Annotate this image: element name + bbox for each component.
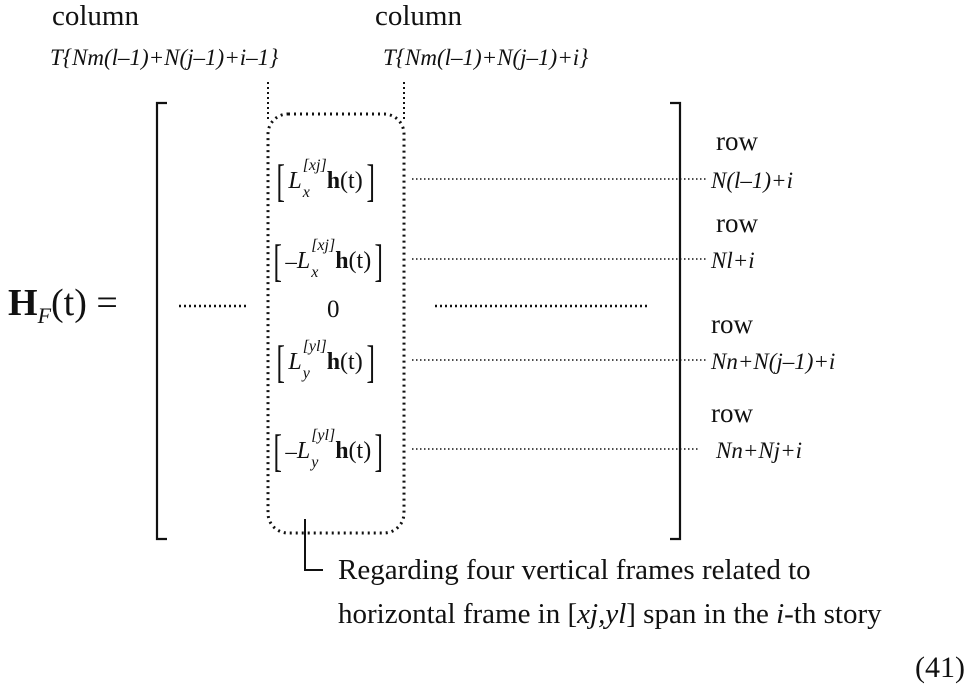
annotation-text: -th story <box>784 598 882 630</box>
entry-subscript: x <box>302 184 310 201</box>
row-label: row <box>716 126 758 156</box>
lhs-equals: = <box>96 282 118 324</box>
bracket-open: [ <box>273 425 282 476</box>
matrix-zero: 0 <box>327 296 340 323</box>
row-label: row <box>716 208 758 238</box>
bracket-open: [ <box>276 336 285 387</box>
entry-sign: – <box>285 248 297 274</box>
entry-vector: h <box>326 349 341 375</box>
entry-argument: (t) <box>340 168 363 194</box>
column-index-left: T{Nm(l–1)+N(j–1)+i–1} <box>50 45 279 70</box>
entry-superscript: [xj] <box>302 157 327 175</box>
column-index-right: T{Nm(l–1)+N(j–1)+i} <box>383 45 589 70</box>
bracket-open: [ <box>276 155 285 206</box>
lhs-argument: (t) <box>51 282 87 324</box>
annotation-leader <box>304 519 323 571</box>
entry-vector: h <box>326 168 341 194</box>
matrix-entry: [ – L [yl] y h(t) ] <box>270 425 387 476</box>
left-matrix-bracket <box>155 101 167 541</box>
entry-operator: L <box>288 349 302 375</box>
bracket-close: ] <box>366 336 375 387</box>
lhs-subscript: F <box>37 303 52 328</box>
row-label: row <box>711 309 753 339</box>
column-label-right: column <box>375 0 462 32</box>
matrix-entry: [ L [yl] y h(t) ] <box>273 336 378 387</box>
row-index: Nn+Nj+i <box>716 438 803 463</box>
column-highlight-box <box>266 112 406 535</box>
row-index: Nn+N(j–1)+i <box>711 349 836 374</box>
annotation-text: ] span in the <box>626 598 777 630</box>
entry-vector: h <box>335 248 349 274</box>
annotation-story-index: i <box>776 598 785 630</box>
entry-vector: h <box>335 438 349 464</box>
entry-superscript: [yl] <box>302 338 327 356</box>
equation-number: (41) <box>915 651 965 684</box>
matrix-entry: [ L [xj] x h(t) ] <box>273 155 378 206</box>
entry-operator: L <box>288 168 302 194</box>
entry-superscript: [xj] <box>311 237 336 255</box>
column-label-left: column <box>52 0 139 32</box>
bracket-close: ] <box>366 155 375 206</box>
bracket-close: ] <box>374 425 384 476</box>
annotation-text: horizontal frame in [ <box>338 598 578 630</box>
lhs-expression: HF(t) = <box>8 281 118 329</box>
entry-subscript: x <box>311 264 319 281</box>
row-label: row <box>711 398 753 428</box>
annotation-line-1: Regarding four vertical frames related t… <box>338 554 811 586</box>
matrix-entry: [ – L [xj] x h(t) ] <box>270 235 387 286</box>
entry-superscript: [yl] <box>311 427 336 445</box>
entry-subscript: y <box>311 454 319 471</box>
lhs-symbol: H <box>8 282 38 324</box>
entry-operator: L <box>296 248 311 274</box>
entry-operator: L <box>296 438 311 464</box>
entry-argument: (t) <box>348 438 372 464</box>
annotation-span: xj,yl <box>577 598 627 630</box>
entry-subscript: y <box>302 365 310 382</box>
entry-argument: (t) <box>340 349 363 375</box>
entry-argument: (t) <box>348 248 372 274</box>
row-index: N(l–1)+i <box>711 168 793 193</box>
bracket-open: [ <box>273 235 282 286</box>
row-index: Nl+i <box>711 248 755 273</box>
bracket-close: ] <box>374 235 384 286</box>
entry-sign: – <box>285 438 297 464</box>
annotation-line-2: horizontal frame in [xj,yl] span in the … <box>338 600 882 629</box>
right-matrix-bracket <box>670 101 682 541</box>
